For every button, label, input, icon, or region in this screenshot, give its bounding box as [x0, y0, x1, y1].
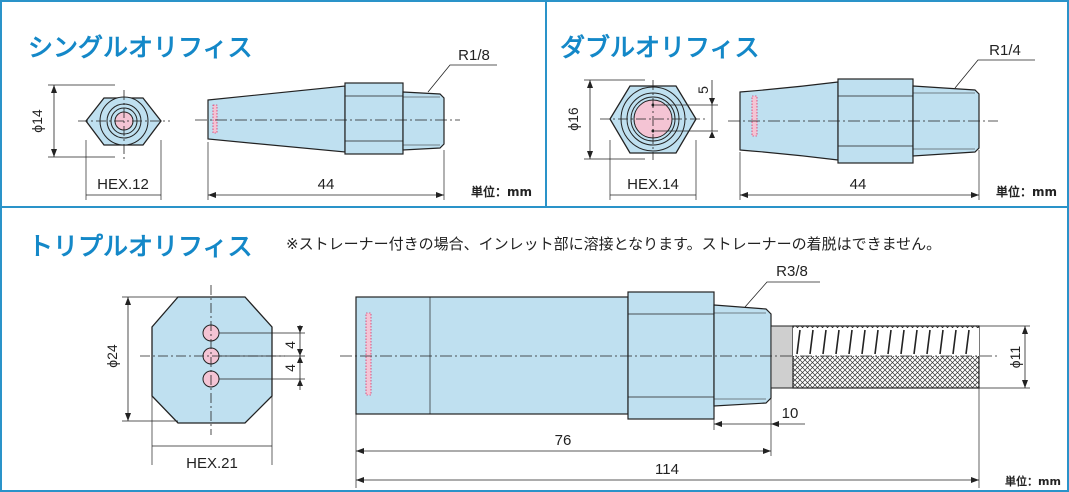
single-length-label: 44: [318, 176, 335, 193]
single-side-view: 44 R1/8: [195, 47, 497, 200]
double-offset-label: 5: [695, 86, 711, 94]
strainer-weld: [770, 325, 794, 389]
single-diameter-label: ϕ14: [29, 109, 45, 133]
double-side-view: 44 R1/4: [728, 42, 1035, 200]
double-thread-end: [912, 85, 980, 157]
strainer-note: ※ストレーナー付きの場合、インレット部に溶接となります。ストレーナーの着脱はでき…: [286, 235, 942, 253]
double-orifice-title: ダブルオリフィス: [560, 33, 760, 62]
double-hex-label: HEX.14: [627, 176, 679, 193]
triple-orifice-title: トリプルオリフィス: [28, 232, 253, 261]
single-end-view: ϕ14 HEX.12: [29, 84, 170, 200]
double-end-view: ϕ16 5 HEX.14: [565, 79, 718, 200]
triple-total-length-label: 114: [655, 461, 679, 478]
single-orifice-title: シングルオリフィス: [28, 33, 253, 62]
triple-side-view: ϕ11 R3/8 10 76 114: [340, 263, 1030, 488]
triple-weld-length-label: 10: [782, 405, 799, 422]
single-hex-label: HEX.12: [97, 176, 149, 193]
strainer-diameter-label: ϕ11: [1007, 346, 1023, 369]
triple-end-view: ϕ24 4 4 HEX.21: [104, 285, 305, 472]
section-divider-horizontal: [0, 206, 1069, 208]
double-length-label: 44: [850, 176, 867, 193]
triple-pitch-lower-label: 4: [282, 364, 298, 372]
single-nozzle-tip: [207, 85, 346, 153]
double-thread-label: R1/4: [989, 42, 1021, 59]
single-thread-end: [402, 91, 445, 151]
strainer-coil-band: [793, 328, 979, 356]
triple-pitch-upper-label: 4: [282, 341, 298, 349]
triple-hex-body: [627, 291, 715, 420]
single-unit-label: 単位：mm: [471, 185, 533, 199]
triple-nozzle-body: [355, 296, 629, 415]
triple-hex-label: HEX.21: [186, 455, 238, 472]
double-unit-label: 単位：mm: [996, 185, 1058, 199]
triple-thread-end: [713, 304, 772, 407]
section-divider-vertical: [545, 0, 547, 206]
triple-body-length-label: 76: [555, 432, 572, 449]
triple-unit-label: 単位：mm: [1005, 475, 1061, 488]
triple-thread-label: R3/8: [776, 263, 808, 280]
double-diameter-label: ϕ16: [565, 107, 581, 131]
single-thread-label: R1/8: [458, 47, 490, 64]
triple-diameter-label: ϕ24: [104, 344, 120, 368]
single-hex-body: [344, 82, 404, 155]
